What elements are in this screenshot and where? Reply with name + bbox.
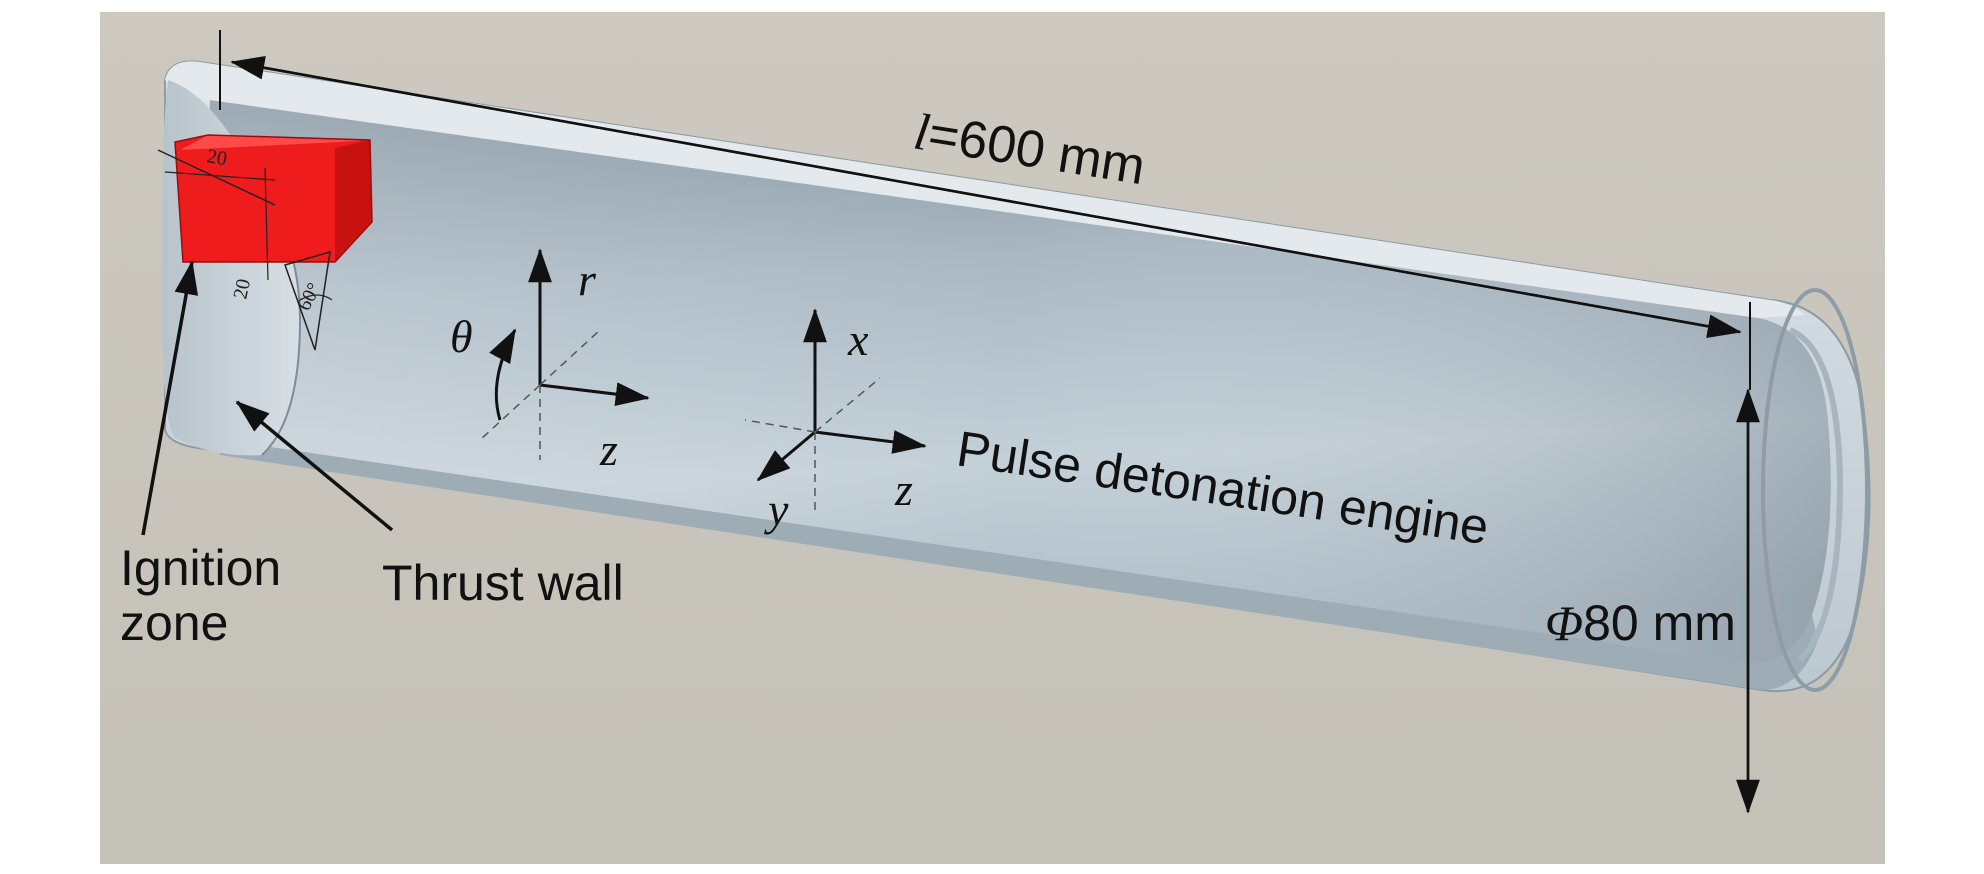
ignition-label-line1: Ignition: [120, 540, 281, 596]
thrust-wall-annotation: Thrust wall: [235, 400, 624, 611]
diameter-dimension: Φ80 mm: [1545, 388, 1760, 814]
open-end-rim: [1761, 288, 1869, 692]
axis-r-label: r: [578, 254, 597, 305]
ignition-dim-top: 20: [205, 145, 229, 170]
ignition-label-line2: zone: [120, 595, 228, 651]
tube-bottom-wall: [220, 440, 1818, 690]
axis-y-label: y: [764, 484, 789, 535]
cartesian-axes: x y z: [744, 308, 927, 535]
tube-top-lip: [165, 61, 1805, 318]
ignition-annotation: Ignition zone: [120, 260, 281, 651]
open-end-inner: [1788, 327, 1844, 663]
diameter-label: Φ80 mm: [1545, 595, 1736, 651]
thrust-wall-label: Thrust wall: [382, 555, 624, 611]
axis-x-label: x: [847, 314, 869, 365]
tube-inner-shading: [199, 100, 1831, 664]
diameter-symbol: Φ: [1545, 595, 1583, 651]
diameter-value: 80 mm: [1583, 595, 1736, 651]
cylindrical-axes: r θ z: [450, 248, 650, 475]
ignition-dim-side: 20: [229, 277, 255, 301]
axis-z-cyl-label: z: [599, 424, 618, 475]
ignition-zone-block: 20 20 60°: [157, 134, 373, 351]
axis-theta-label: θ: [450, 311, 473, 362]
axis-z-cart-label: z: [894, 464, 913, 515]
